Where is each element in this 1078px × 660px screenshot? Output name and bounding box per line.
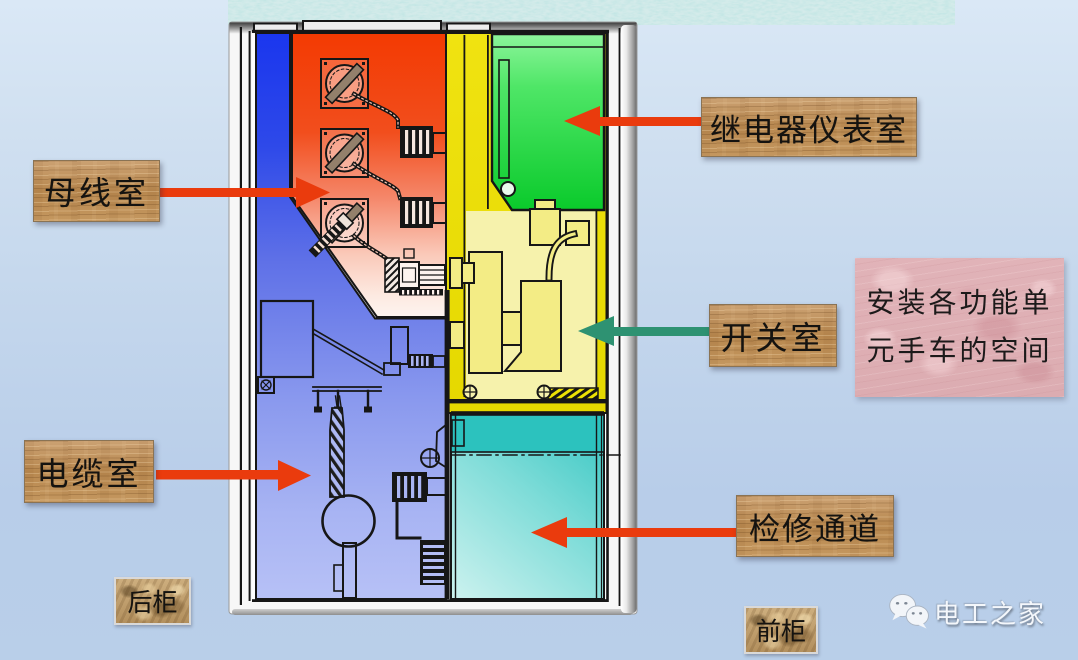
cable-room-label: 电缆室 <box>24 440 154 503</box>
breaker-truck <box>449 199 590 374</box>
watermark-text: 电工之家 <box>934 598 1047 629</box>
current-transformers <box>400 126 447 228</box>
cable-compartment-region <box>255 32 447 600</box>
switch-arrow <box>578 316 710 346</box>
arrows <box>156 106 737 548</box>
breaker-rail <box>446 384 606 415</box>
power-cable <box>321 407 376 548</box>
relay-room-label: 继电器仪表室 <box>701 97 917 157</box>
cabinet-right-wall <box>621 25 637 613</box>
wechat-icon <box>889 594 929 629</box>
handcart-note: 安装各功能单 元手车的空间 <box>855 258 1064 397</box>
busbar-arrow <box>160 177 330 208</box>
relay-arrow <box>564 106 703 136</box>
busbar-bushings <box>308 58 369 258</box>
watermark: 电工之家 <box>886 592 1046 632</box>
access-arrow <box>531 517 737 548</box>
access-duct-label: 检修通道 <box>736 495 894 557</box>
busbar-plug-assembly <box>384 248 446 296</box>
switch-room-label: 开关室 <box>709 304 837 367</box>
cabinet-drawing <box>228 20 638 615</box>
cable-cone <box>308 211 355 258</box>
busbar-room-label: 母线室 <box>33 160 160 222</box>
access-duct-region <box>450 414 621 600</box>
cable-compartment-details <box>257 299 448 599</box>
front-cabinet-label: 前柜 <box>744 606 818 654</box>
rear-cabinet-label: 后柜 <box>114 577 191 625</box>
cable-arrow <box>156 460 311 491</box>
